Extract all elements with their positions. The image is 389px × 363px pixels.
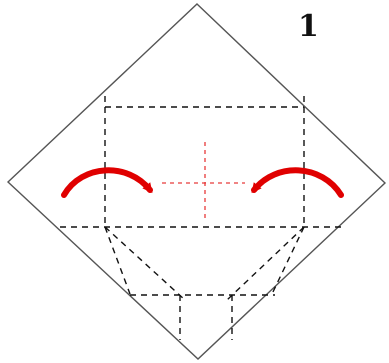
fold-line-left-diagonal: [104, 226, 186, 301]
valley-fold-lines: [60, 96, 346, 340]
fold-arrow-left: [61, 167, 153, 198]
fold-line-right-diagonal-2: [271, 226, 305, 295]
fold-arrow-right: [251, 167, 344, 198]
reference-creases: [162, 142, 245, 222]
fold-line-left-diagonal-2: [104, 226, 131, 295]
paper-diamond: [6, 3, 387, 360]
step-number: 1: [298, 9, 319, 44]
fold-line-right-diagonal: [226, 226, 305, 301]
